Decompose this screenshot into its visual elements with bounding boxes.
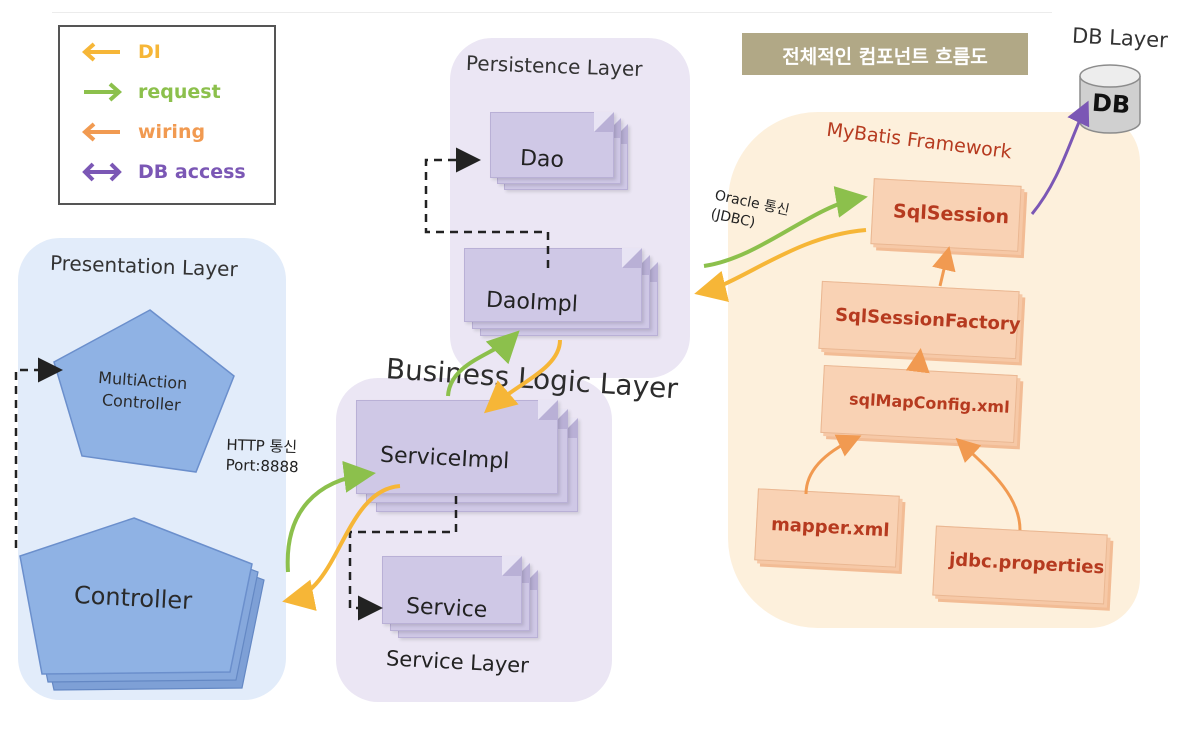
jdbc-to-config-wiring-arrow [955,437,1022,531]
service-stack: Service [382,556,542,640]
banner: 전체적인 컴포넌트 흐름도 [742,33,1028,75]
legend-label-di: DI [138,41,161,63]
daoimpl-to-sqlsession-request-arrow [703,186,868,268]
top-divider [52,12,1052,13]
sqlsession-to-db-access-arrow [1030,100,1090,215]
legend-label-db-access: DB access [138,161,246,183]
legend-item-wiring: wiring [80,121,260,145]
right-arrow-icon [84,82,123,102]
left-arrow-icon [81,122,120,142]
banner-text: 전체적인 컴포넌트 흐름도 [782,46,988,68]
multiaction-controller-shape [53,309,235,473]
legend: DI request wiring DB access [58,25,276,205]
sqlsession-to-daoimpl-di-arrow [694,228,867,302]
legend-item-request: request [80,81,260,105]
daoimpl-to-serviceimpl-di-arrow [483,339,562,414]
double-arrow-icon [82,162,122,182]
legend-item-di: DI [80,41,260,65]
config-to-factory-wiring-arrow [905,348,930,374]
serviceimpl-to-controller-di-arrow [282,484,401,611]
legend-label-wiring: wiring [138,121,206,143]
mapper-to-config-wiring-arrow [804,434,862,495]
serviceimpl-stack: ServiceImpl [356,400,586,518]
dao-stack: Dao [490,112,630,192]
legend-item-db-access: DB access [80,161,270,185]
legend-label-request: request [138,81,221,103]
serviceimpl-to-service-dashed-arrow [348,496,458,621]
daoimpl-to-dao-dashed-arrow [424,147,550,268]
left-arrow-icon [81,42,120,62]
controller-to-serviceimpl-request-arrow [285,460,376,573]
controller-shape [19,517,265,691]
controller-to-multiaction-dashed-arrow [14,357,63,548]
daoimpl-stack: DaoImpl [464,248,664,340]
serviceimpl-to-daoimpl-request-arrow [446,330,520,397]
factory-to-sqlsession-wiring-arrow [932,246,956,287]
